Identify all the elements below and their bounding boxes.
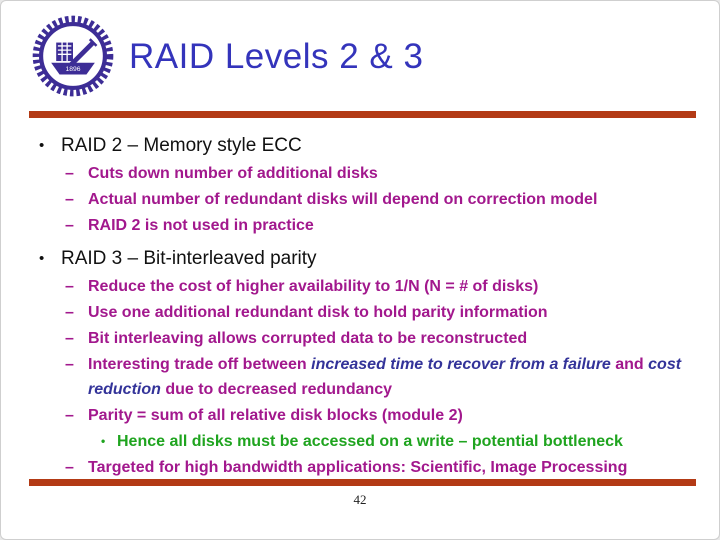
bullet-marker-icon: –: [65, 459, 74, 476]
bullet-item-level2: –Targeted for high bandwidth application…: [65, 455, 697, 480]
bullet-item-level1: • RAID 3 – Bit-interleaved parity: [39, 247, 697, 271]
bullet-item-level2: –Parity = sum of all relative disk block…: [65, 403, 697, 428]
bullet-marker-icon: –: [65, 304, 74, 321]
text-run: cost reduction: [88, 356, 682, 398]
text-run: Bit interleaving allows corrupted data t…: [88, 330, 528, 347]
bullet-marker-icon: •: [39, 137, 45, 154]
top-divider-bar: [29, 111, 696, 118]
text-run: Actual number of redundant disks will de…: [88, 191, 598, 208]
bullet-marker-icon: •: [39, 250, 45, 267]
bullet-item-level2: –Reduce the cost of higher availability …: [65, 274, 697, 299]
bullet-marker-icon: •: [101, 434, 106, 448]
text-run: Targeted for high bandwidth applications…: [88, 459, 628, 476]
logo-year: 1896: [66, 66, 81, 73]
bullet-text: Targeted for high bandwidth applications…: [88, 455, 697, 480]
bullet-marker-icon: –: [65, 217, 74, 234]
page-number: 42: [353, 492, 367, 507]
bullet-marker-icon: –: [65, 278, 74, 295]
bullet-text: Bit interleaving allows corrupted data t…: [88, 326, 697, 351]
bullet-text: Use one additional redundant disk to hol…: [88, 300, 697, 325]
bullet-item-level2: –Bit interleaving allows corrupted data …: [65, 326, 697, 351]
text-run: Hence all disks must be accessed on a wr…: [117, 433, 623, 450]
bullet-marker-icon: –: [65, 191, 74, 208]
text-run: RAID 2 – Memory style ECC: [61, 135, 302, 156]
bullet-text: Cuts down number of additional disks: [88, 161, 697, 186]
bullet-marker-icon: –: [65, 407, 74, 424]
bullet-text: RAID 3 – Bit-interleaved parity: [61, 247, 697, 271]
bullet-marker-icon: –: [65, 330, 74, 347]
text-run: and: [610, 356, 649, 373]
text-run: Interesting trade off between: [88, 356, 312, 373]
text-run: RAID 3 – Bit-interleaved parity: [61, 248, 317, 269]
slide-title: RAID Levels 2 & 3: [129, 37, 424, 76]
bullet-item-level1: • RAID 2 – Memory style ECC: [39, 134, 697, 158]
bullet-text: RAID 2 is not used in practice: [88, 213, 697, 238]
bullet-item-level3: • Hence all disks must be accessed on a w…: [101, 429, 697, 454]
bullet-marker-icon: –: [65, 165, 74, 182]
bullet-item-level2: –RAID 2 is not used in practice: [65, 213, 697, 238]
text-run: RAID 2 is not used in practice: [88, 217, 314, 234]
bullet-text: Hence all disks must be accessed on a wr…: [117, 429, 697, 454]
text-run: due to decreased redundancy: [160, 381, 393, 398]
text-run: Reduce the cost of higher availability t…: [88, 278, 539, 295]
bullet-item-level2: –Interesting trade off between increased…: [65, 352, 697, 402]
bullet-marker-icon: –: [65, 356, 74, 373]
bullet-text: Reduce the cost of higher availability t…: [88, 274, 697, 299]
bullet-item-level2: –Actual number of redundant disks will d…: [65, 187, 697, 212]
bullet-list: •RAID 2 – Memory style ECC–Cuts down num…: [29, 125, 697, 481]
bullet-text: Interesting trade off between increased …: [88, 352, 697, 402]
text-run: Use one additional redundant disk to hol…: [88, 304, 548, 321]
bullet-text: Parity = sum of all relative disk blocks…: [88, 403, 697, 428]
text-run: Cuts down number of additional disks: [88, 165, 378, 182]
bullet-text: RAID 2 – Memory style ECC: [61, 134, 697, 158]
text-run: increased time to recover from a failure: [311, 356, 611, 373]
gear-ring: [32, 15, 114, 97]
university-emblem-icon: 1896: [32, 15, 114, 97]
bullet-text: Actual number of redundant disks will de…: [88, 187, 697, 212]
bullet-item-level2: –Use one additional redundant disk to ho…: [65, 300, 697, 325]
bottom-divider-bar: [29, 479, 696, 486]
bullet-item-level2: –Cuts down number of additional disks: [65, 161, 697, 186]
text-run: Parity = sum of all relative disk blocks…: [88, 407, 463, 424]
